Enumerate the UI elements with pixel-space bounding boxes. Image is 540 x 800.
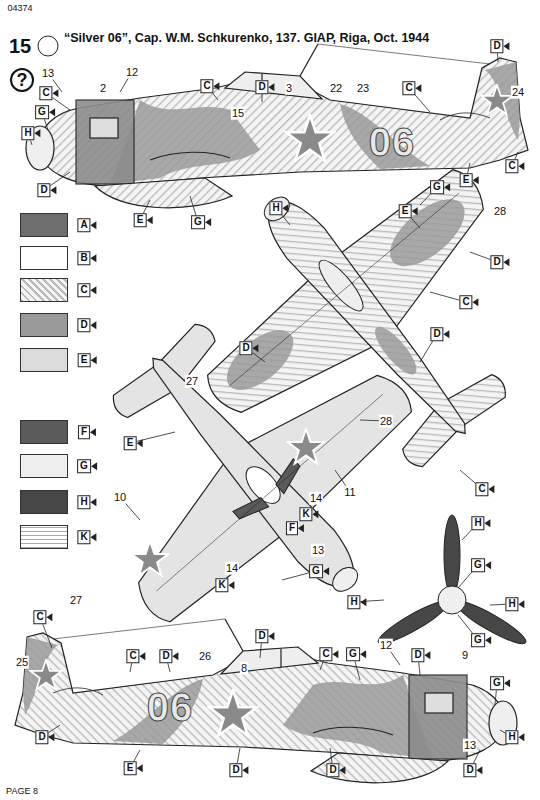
- legend-label: F: [78, 425, 90, 439]
- color-callout: G: [471, 558, 485, 572]
- color-callout: D: [35, 730, 48, 744]
- callout-number: 23: [356, 82, 370, 95]
- legend-swatch: [20, 490, 68, 514]
- callout-number: 26: [198, 650, 212, 663]
- legend-swatch: [20, 454, 68, 478]
- callout-number: 25: [15, 656, 29, 669]
- color-callout: C: [39, 86, 52, 100]
- color-callout: E: [399, 204, 412, 218]
- wing-star: [288, 429, 325, 464]
- color-callout: D: [463, 763, 476, 777]
- callout-number: 14: [309, 492, 323, 505]
- legend-swatch: [20, 420, 68, 444]
- callout-number: 13: [463, 739, 477, 752]
- color-callout: D: [490, 39, 503, 53]
- callout-number: 3: [285, 82, 293, 95]
- color-callout: D: [37, 183, 50, 197]
- legend-label: C: [77, 283, 90, 297]
- color-callout: C: [200, 79, 213, 93]
- callout-number: 15: [8, 35, 32, 58]
- color-callout: K: [215, 578, 228, 592]
- color-callout: C: [319, 647, 332, 661]
- legend-label: D: [77, 318, 90, 332]
- callout-number: 13: [41, 67, 55, 80]
- side-view-right: [15, 619, 517, 783]
- callout-number: 27: [69, 594, 83, 607]
- callout-number: ?: [10, 68, 34, 92]
- color-callout: D: [490, 255, 503, 269]
- callout-number: 2: [99, 82, 107, 95]
- legend-swatch: [20, 278, 68, 302]
- color-callout: C: [475, 482, 488, 496]
- color-callout: D: [326, 763, 339, 777]
- legend-label: A: [77, 218, 90, 232]
- color-callout: G: [430, 180, 444, 194]
- callout-number: PAGE 8: [5, 786, 39, 796]
- color-callout: D: [430, 327, 443, 341]
- color-callout: C: [459, 295, 472, 309]
- legend-label: B: [77, 251, 90, 265]
- legend-label: G: [77, 459, 91, 473]
- color-callout: C: [126, 649, 139, 663]
- color-callout: D: [239, 341, 252, 355]
- legend-label: H: [77, 495, 90, 509]
- color-callout: C: [33, 610, 46, 624]
- legend-swatch: [20, 213, 68, 237]
- color-callout: H: [505, 730, 518, 744]
- color-callout: E: [134, 213, 147, 227]
- color-callout: C: [402, 81, 415, 95]
- color-callout: E: [460, 173, 473, 187]
- legend-swatch: [20, 246, 68, 270]
- color-callout: H: [269, 201, 282, 215]
- color-callout: D: [255, 629, 268, 643]
- color-callout: H: [505, 597, 518, 611]
- color-callout: H: [21, 126, 34, 140]
- color-callout: G: [309, 564, 323, 578]
- callout-number: 10: [113, 491, 127, 504]
- badge: [38, 36, 58, 56]
- color-callout: F: [286, 521, 298, 535]
- color-callout: E: [124, 436, 137, 450]
- aircraft-number: 06: [368, 119, 417, 165]
- callout-number: 22: [329, 82, 343, 95]
- callout-number: 14: [225, 562, 239, 575]
- color-callout: G: [471, 633, 485, 647]
- callout-number: 28: [379, 415, 393, 428]
- callout-number: 24: [511, 86, 525, 99]
- color-callout: D: [255, 80, 268, 94]
- color-callout: K: [299, 507, 312, 521]
- color-callout: G: [346, 647, 360, 661]
- legend-swatch: [20, 313, 68, 337]
- callout-number: 15: [231, 107, 245, 120]
- legend-label: K: [77, 530, 90, 544]
- wing-star: [132, 541, 169, 576]
- legend-swatch: [20, 525, 68, 549]
- color-callout: G: [191, 215, 205, 229]
- color-callout: G: [35, 105, 49, 119]
- callout-number: 8: [240, 662, 248, 675]
- callout-number: 12: [125, 66, 139, 79]
- color-callout: D: [411, 648, 424, 662]
- propeller: [374, 515, 529, 649]
- underside-view: [26, 248, 478, 696]
- color-callout: C: [505, 159, 518, 173]
- callout-number: 04374: [6, 3, 33, 13]
- page-title: “Silver 06”, Cap. W.M. Schkurenko, 137. …: [64, 31, 429, 45]
- callout-number: 12: [379, 639, 393, 652]
- legend-label: E: [78, 353, 91, 367]
- color-callout: D: [229, 763, 242, 777]
- color-callout: H: [347, 595, 360, 609]
- color-callout: E: [124, 761, 137, 775]
- legend-swatch: [20, 348, 68, 372]
- color-callout: D: [159, 649, 172, 663]
- callout-number: 27: [185, 375, 199, 388]
- aircraft-number: 06: [146, 684, 195, 730]
- color-callout: G: [490, 676, 504, 690]
- color-callout: H: [471, 516, 484, 530]
- callout-number: 11: [343, 486, 356, 499]
- callout-number: 13: [311, 544, 325, 557]
- callout-number: 28: [493, 205, 507, 218]
- callout-number: 9: [461, 649, 469, 662]
